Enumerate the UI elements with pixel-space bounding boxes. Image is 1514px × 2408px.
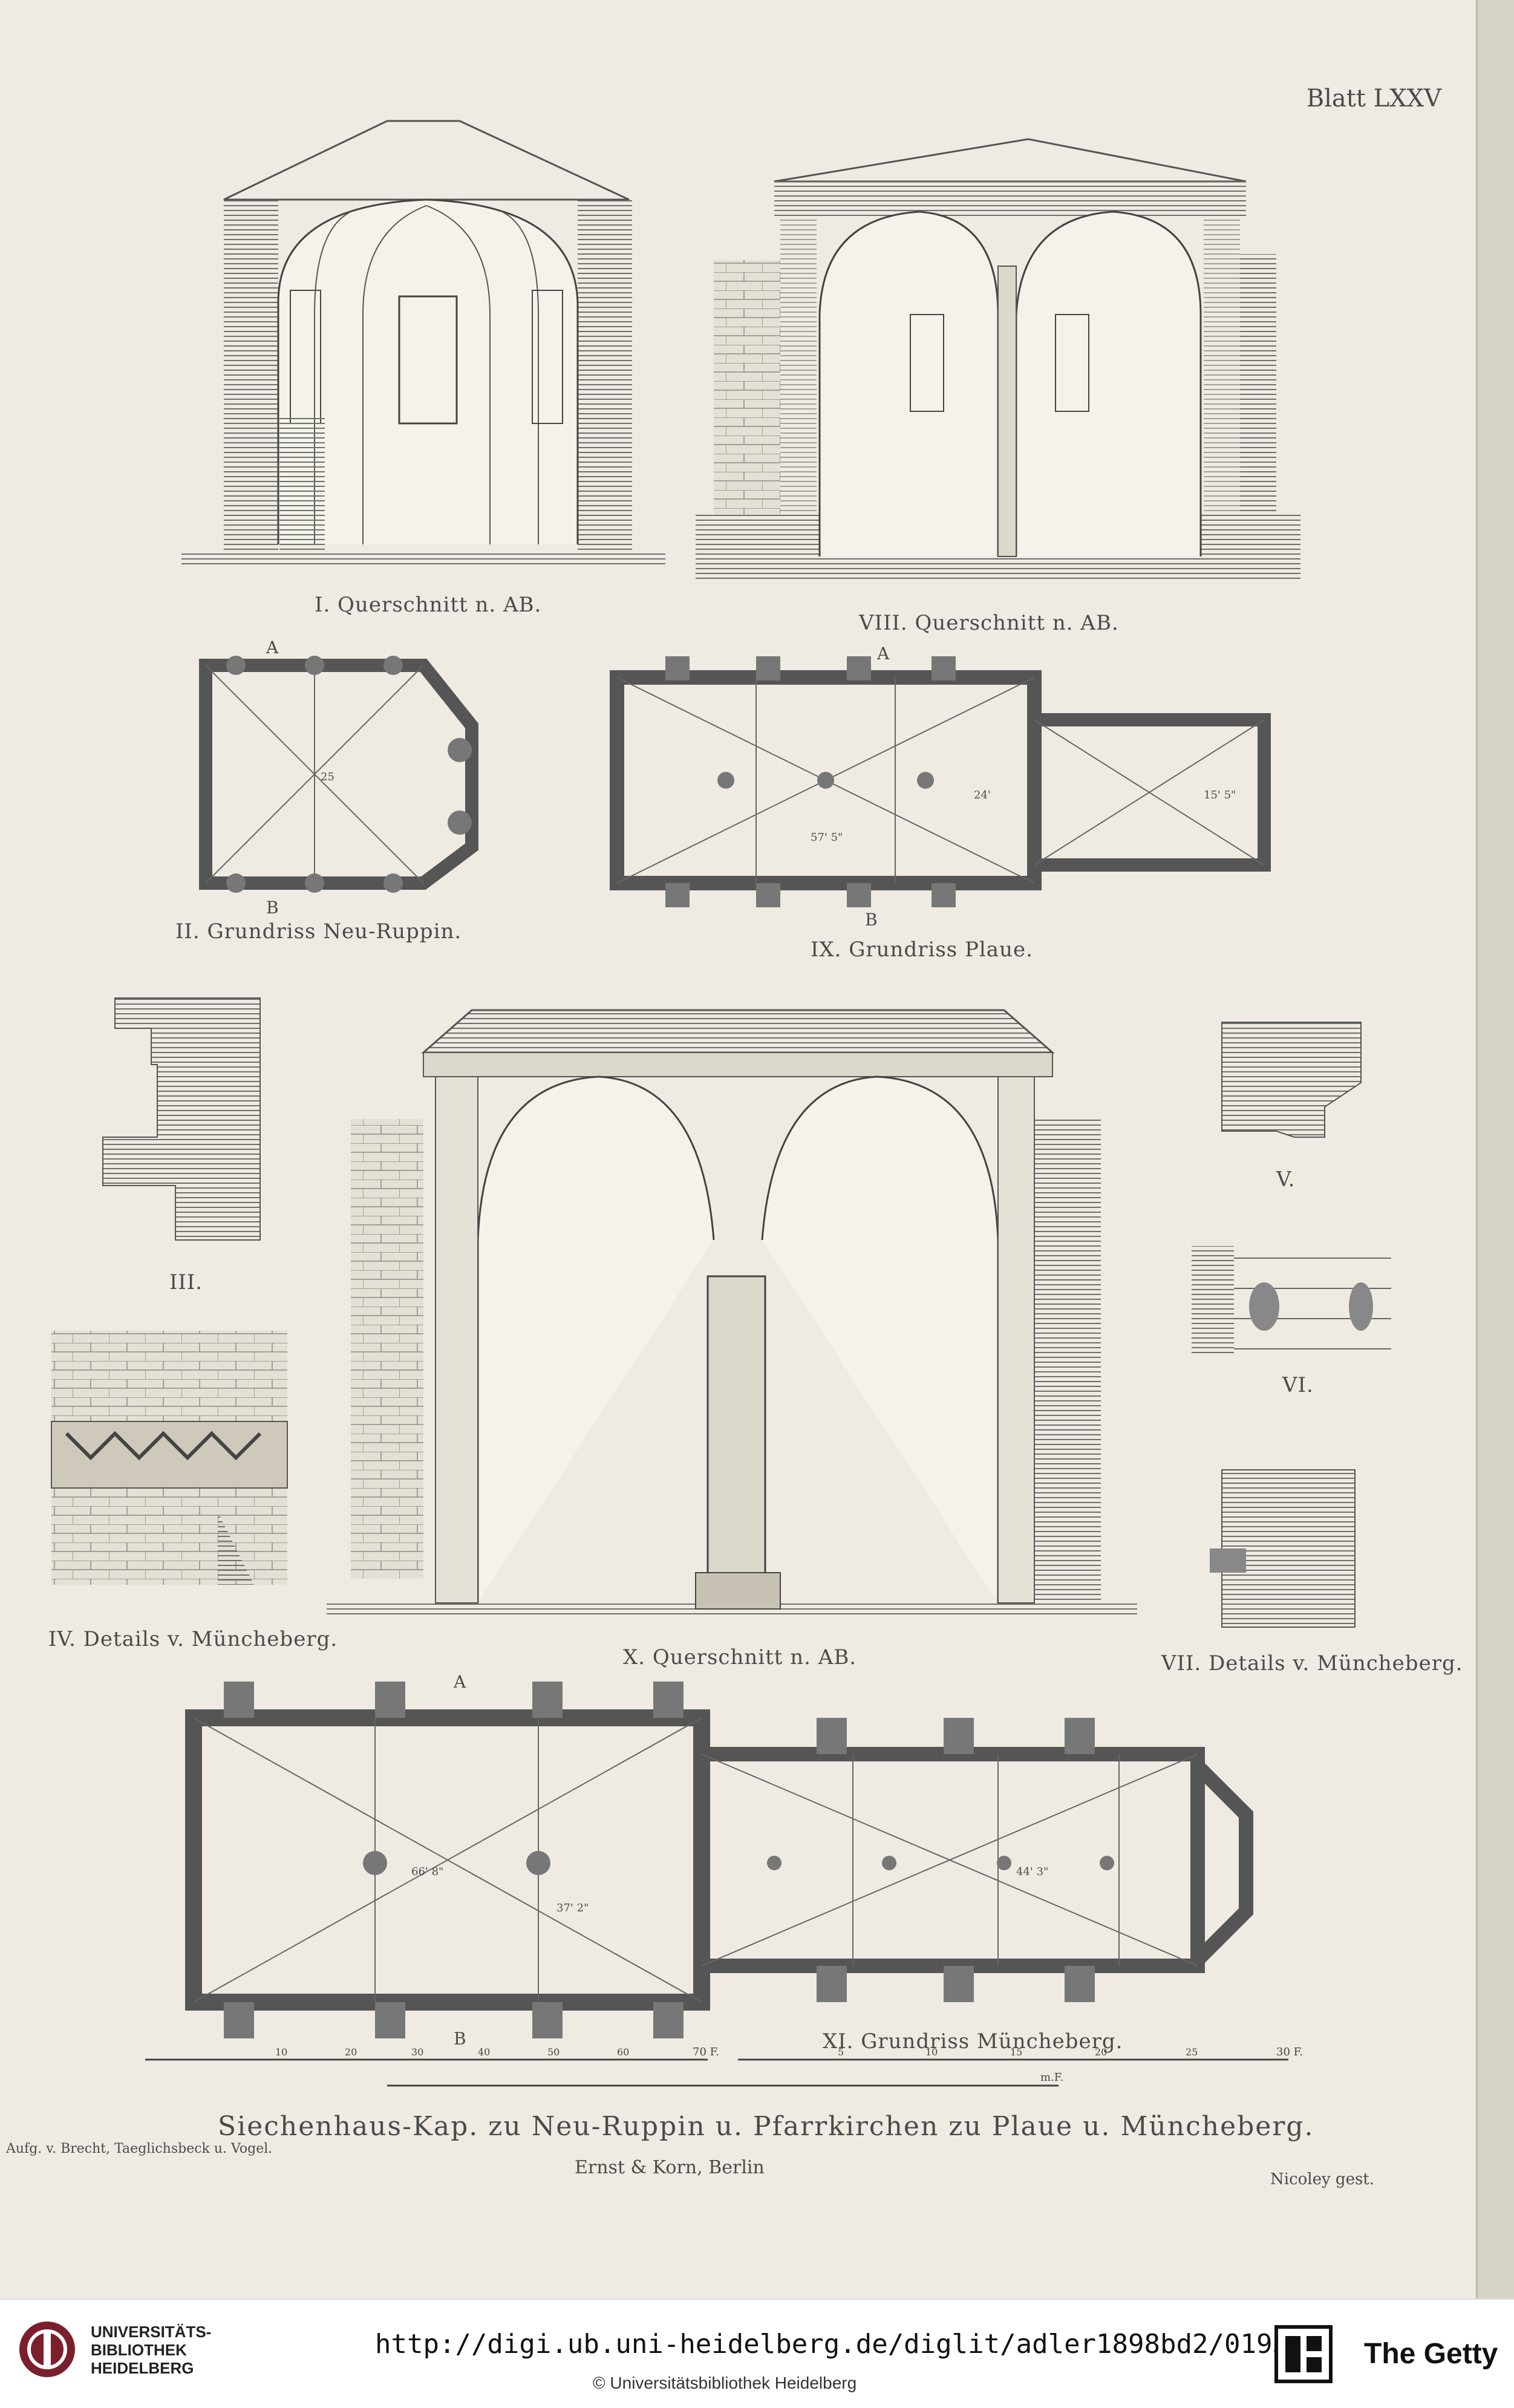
- dimension-plaue-a: 57' 5": [811, 831, 843, 844]
- figure-II-plan: A B 25: [199, 638, 478, 918]
- scale2-unit: 30 F.: [1276, 2046, 1303, 2058]
- figure-caption: III.: [169, 1270, 203, 1294]
- scale2-tick: 10: [925, 2046, 938, 2058]
- figure-caption: V.: [1276, 1167, 1296, 1192]
- plan-mark-b: B: [865, 910, 878, 930]
- dimension-mb-b: 37' 2": [556, 1902, 589, 1914]
- publisher: Ernst & Korn, Berlin: [575, 2157, 765, 2178]
- figure-caption: IX. Grundriss Plaue.: [811, 938, 1033, 962]
- architectural-drawings: A B 25 A B 57' 5" 24' 15' 5": [51, 120, 1391, 2087]
- figure-caption: VII. Details v. Müncheberg.: [1161, 1651, 1463, 1675]
- scale3-unit: m.F.: [1040, 2071, 1063, 2084]
- footer-bar: UNIVERSITÄTS- BIBLIOTHEK HEIDELBERG http…: [0, 2299, 1514, 2408]
- figure-caption: VIII. Querschnitt n. AB.: [859, 611, 1119, 635]
- scale1-tick: 60: [617, 2046, 629, 2058]
- library-name-line: HEIDELBERG: [91, 2359, 194, 2377]
- figure-caption: X. Querschnitt n. AB.: [623, 1645, 857, 1669]
- figure-I-section: [181, 120, 665, 566]
- scale2-tick: 25: [1186, 2046, 1198, 2058]
- plan-mark-b: B: [266, 898, 279, 918]
- scale1-unit: 70 F.: [693, 2046, 719, 2058]
- engraver-credit: Nicoley gest.: [1270, 2170, 1375, 2188]
- university-library-logo: [19, 2322, 75, 2377]
- scale1-tick: 30: [411, 2046, 423, 2058]
- dimension-mb-c: 44' 3": [1016, 1865, 1048, 1878]
- dimension-plaue-b: 24': [974, 789, 991, 801]
- library-name-line: BIBLIOTHEK: [91, 2341, 187, 2359]
- plate-title: Siechenhaus-Kap. zu Neu-Ruppin u. Pfarrk…: [218, 2111, 1314, 2142]
- permalink-url[interactable]: http://digi.ub.uni-heidelberg.de/diglit/…: [375, 2329, 1288, 2360]
- scale1-tick: 20: [345, 2046, 357, 2058]
- figure-VI-detail: [1192, 1246, 1391, 1355]
- dimension-ruppin: 25: [321, 771, 334, 783]
- scale2-tick: 5: [838, 2046, 844, 2058]
- figure-III-detail: [102, 997, 261, 1241]
- figure-caption: XI. Grundriss Müncheberg.: [823, 2029, 1123, 2054]
- scale1-tick: 10: [275, 2046, 287, 2058]
- plan-mark-a: A: [876, 644, 890, 664]
- plan-mark-b: B: [454, 2029, 466, 2049]
- library-name: UNIVERSITÄTS- BIBLIOTHEK HEIDELBERG: [91, 2323, 211, 2377]
- figure-V-detail: [1221, 1022, 1362, 1138]
- library-name-line: UNIVERSITÄTS-: [91, 2323, 212, 2341]
- surveyors-credit: Aufg. v. Brecht, Taeglichsbeck u. Vogel.: [6, 2141, 273, 2156]
- figure-X-section: [327, 1009, 1137, 1615]
- figure-IV-detail: [51, 1331, 288, 1585]
- copyright-notice: © Universitätsbibliothek Heidelberg: [593, 2374, 857, 2392]
- plan-mark-a: A: [266, 638, 279, 657]
- figure-XI-plan: A B 66' 8" 37' 2" 44' 3": [185, 1672, 1253, 2049]
- figure-VIII-section: [696, 138, 1300, 581]
- dimension-mb-a: 66' 8": [411, 1865, 443, 1878]
- scale1-tick: 50: [547, 2046, 560, 2058]
- scale2-tick: 20: [1095, 2046, 1107, 2058]
- figure-caption: II. Grundriss Neu-Ruppin.: [175, 919, 462, 944]
- plan-mark-a: A: [453, 1672, 466, 1692]
- getty-name: The Getty: [1364, 2338, 1498, 2370]
- figure-VII-detail: [1210, 1469, 1356, 1628]
- getty-logo: [1274, 2325, 1333, 2383]
- scale-bars: 70 F. 30 F. m.F. 10 20 30 40 50 60 5 10 …: [145, 2046, 1303, 2087]
- figure-IX-plan: A B 57' 5" 24' 15' 5": [610, 644, 1271, 930]
- dimension-plaue-c: 15' 5": [1204, 789, 1236, 801]
- figure-caption: VI.: [1282, 1373, 1314, 1397]
- sheet-label: Blatt LXXV: [1306, 85, 1441, 113]
- figure-caption: I. Querschnitt n. AB.: [315, 593, 542, 617]
- figure-caption: IV. Details v. Müncheberg.: [48, 1627, 338, 1651]
- page-edge: [1476, 0, 1514, 2299]
- scale2-tick: 15: [1010, 2046, 1022, 2058]
- scale1-tick: 40: [478, 2046, 490, 2058]
